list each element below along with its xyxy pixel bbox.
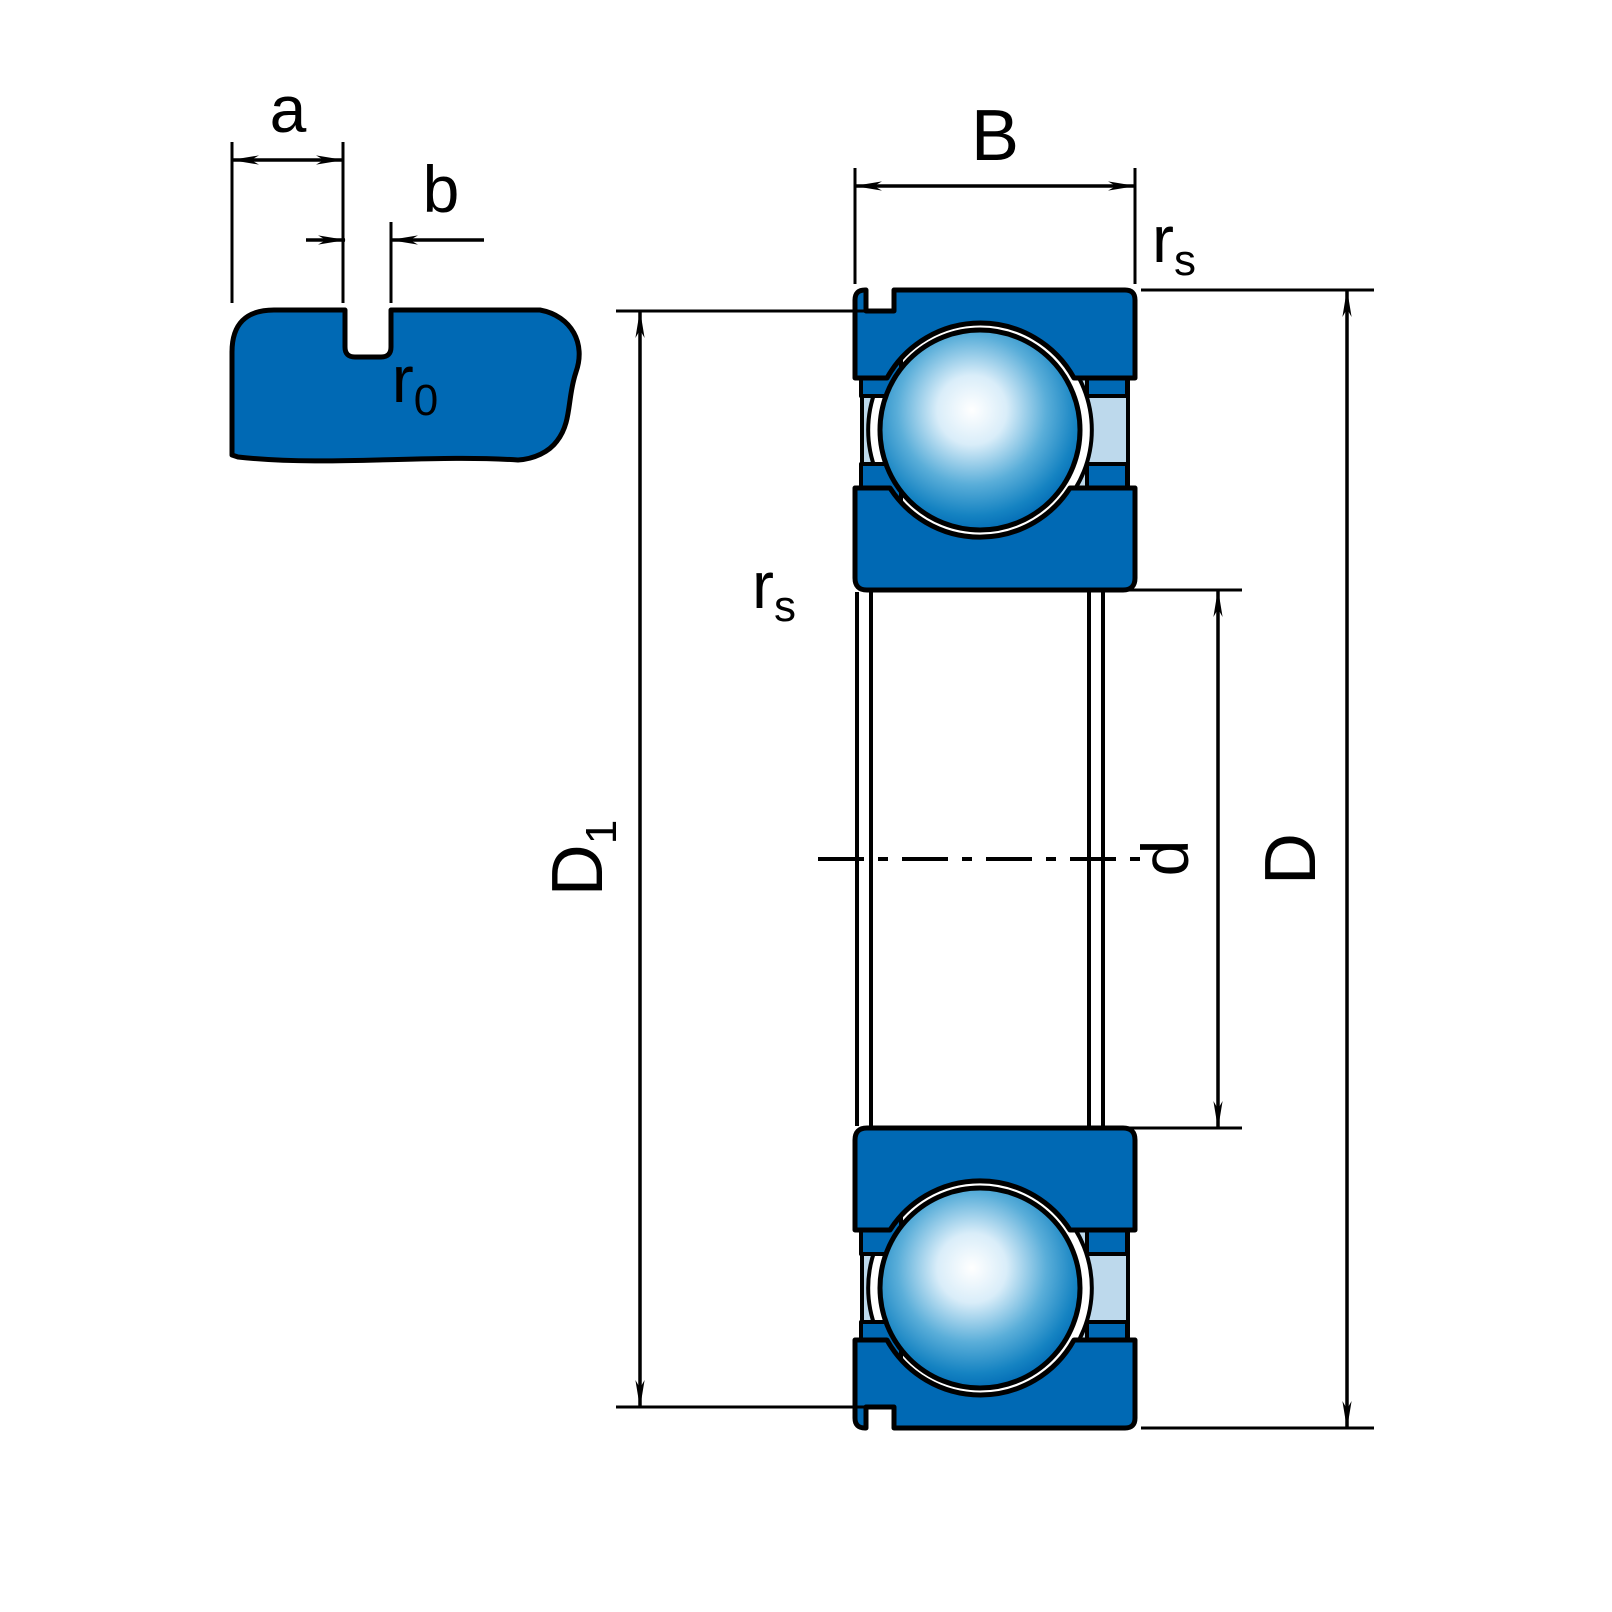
groove-detail-section	[229, 307, 582, 464]
label-b: b	[423, 152, 460, 226]
label-r0: r0	[392, 342, 438, 425]
label-d: d	[1128, 840, 1202, 877]
bearing-section-view: B rs rs D D1 d	[538, 96, 1374, 1428]
ball-top	[877, 327, 1083, 533]
label-rs-top: rs	[1152, 202, 1196, 285]
label-B: B	[971, 96, 1019, 176]
label-rs-mid: rs	[752, 548, 796, 631]
ball-bottom	[877, 1185, 1083, 1391]
label-D1: D1	[538, 820, 626, 896]
label-D: D	[1251, 833, 1331, 885]
label-a: a	[270, 72, 307, 146]
groove-detail-view: a b r0	[229, 72, 582, 464]
